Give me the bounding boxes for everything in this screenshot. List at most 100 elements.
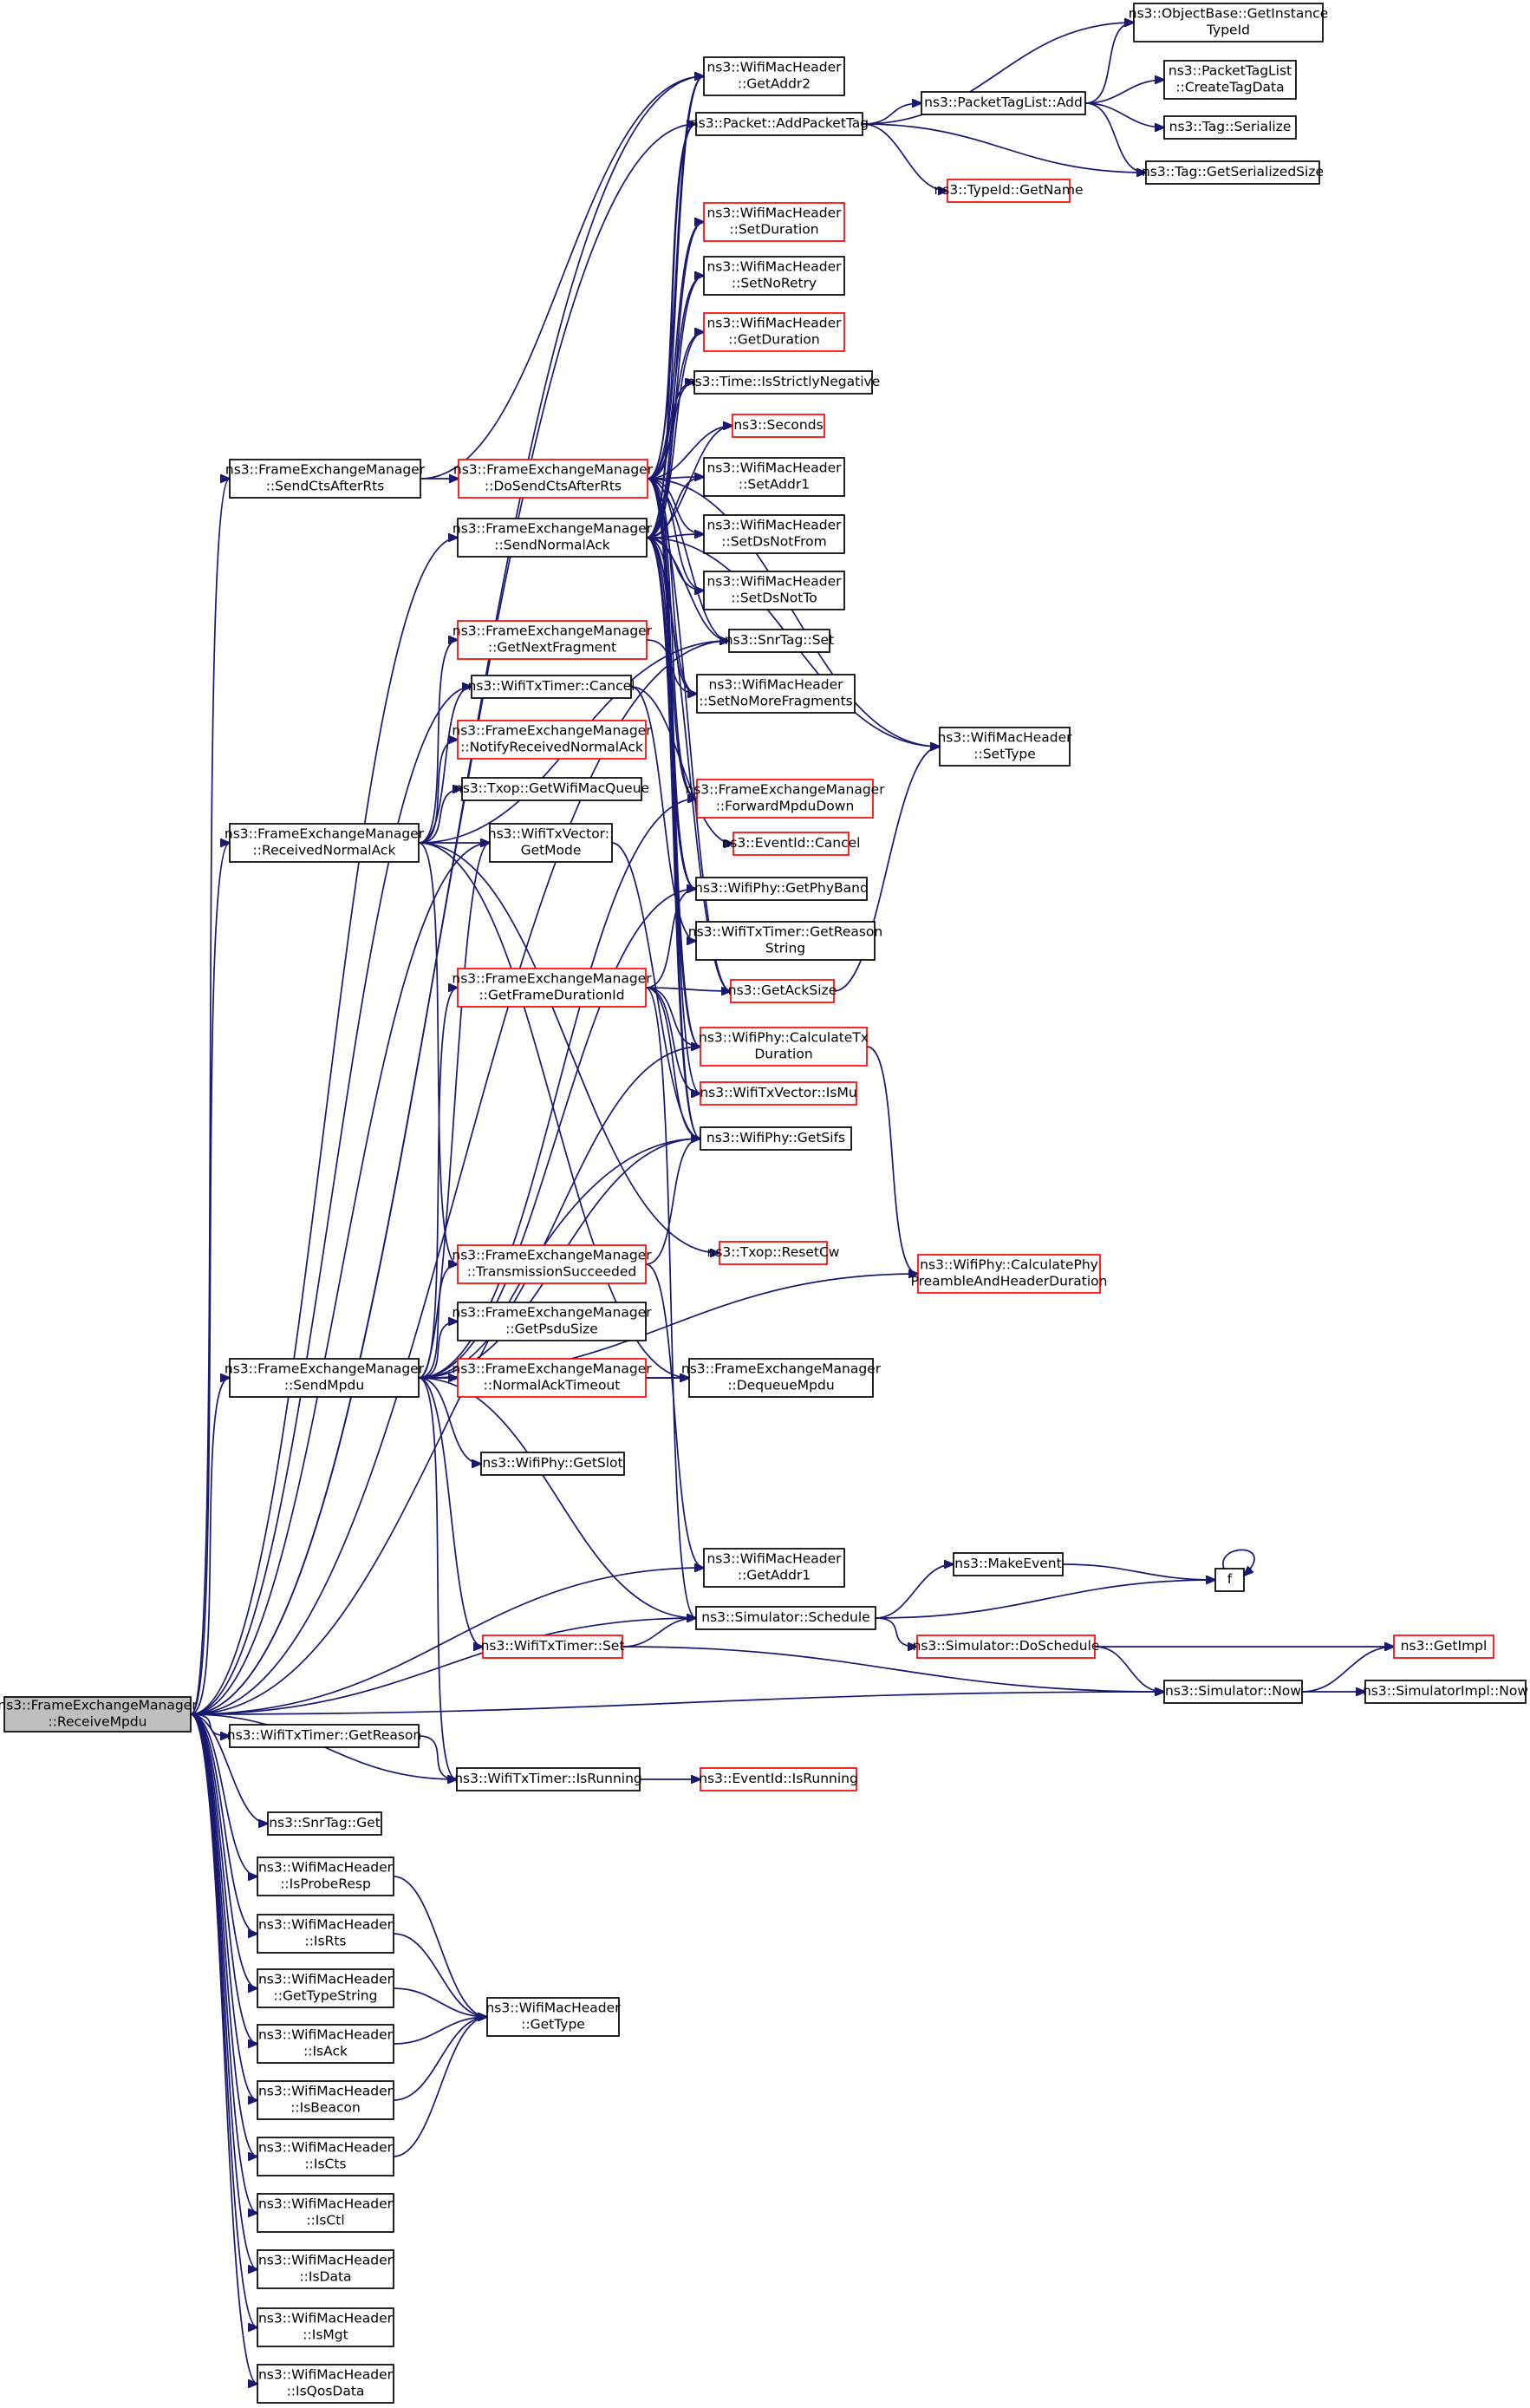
node-box[interactable] [461, 777, 642, 801]
node-box[interactable] [257, 2364, 394, 2404]
node-get-type[interactable]: ns3::WifiMacHeader::GetType [485, 1997, 621, 2037]
node-box[interactable] [267, 1811, 382, 1836]
node-make-event[interactable]: ns3::MakeEvent [953, 1552, 1064, 1576]
node-box[interactable] [457, 720, 647, 760]
node-get-psdu-size[interactable]: ns3::FrameExchangeManager::GetPsduSize [452, 1302, 652, 1341]
node-forward-mpdu-down[interactable]: ns3::FrameExchangeManager::ForwardMpduDo… [685, 779, 885, 819]
node-box[interactable] [1133, 3, 1324, 42]
node-box[interactable] [457, 1302, 647, 1341]
node-box[interactable] [1393, 1635, 1494, 1659]
node-box[interactable] [257, 1914, 394, 1954]
node-box[interactable] [1214, 1568, 1245, 1592]
node-box[interactable] [695, 877, 868, 901]
node-set-ds-not-from[interactable]: ns3::WifiMacHeader::SetDsNotFrom [703, 514, 845, 554]
node-box[interactable] [457, 620, 648, 660]
node-box[interactable] [703, 571, 845, 610]
node-get-addr2[interactable]: ns3::WifiMacHeader::GetAddr2 [703, 56, 845, 96]
node-is-beacon[interactable]: ns3::WifiMacHeader::IsBeacon [257, 2080, 394, 2120]
node-box[interactable] [703, 457, 845, 497]
node-box[interactable] [229, 823, 420, 863]
node-box[interactable] [257, 1857, 394, 1896]
node-box[interactable] [703, 256, 845, 296]
node-box[interactable] [3, 1696, 192, 1733]
node-box[interactable] [257, 2080, 394, 2120]
node-box[interactable] [719, 1241, 828, 1265]
node-box[interactable] [732, 832, 850, 856]
node-add-packet-tag[interactable]: ns3::Packet::AddPacketTag [690, 112, 869, 136]
node-timer-is-running[interactable]: ns3::WifiTxTimer::IsRunning [454, 1767, 642, 1791]
node-box[interactable] [728, 629, 830, 653]
node-is-mgt[interactable]: ns3::WifiMacHeader::IsMgt [257, 2307, 394, 2347]
node-is-strictly-negative[interactable]: ns3::Time::IsStrictlyNegative [687, 370, 880, 395]
node-send-normal-ack[interactable]: ns3::FrameExchangeManager::SendNormalAck [452, 518, 653, 558]
node-box[interactable] [939, 727, 1071, 767]
node-tag-get-serialized-size[interactable]: ns3::Tag::GetSerializedSize [1142, 160, 1324, 185]
node-box[interactable] [703, 202, 845, 242]
node-box[interactable] [229, 1724, 420, 1748]
node-do-send-cts-after-rts[interactable]: ns3::FrameExchangeManager::DoSendCtsAfte… [453, 459, 654, 499]
node-box[interactable] [696, 779, 874, 819]
node-box[interactable] [1163, 115, 1297, 140]
node-simulator-now[interactable]: ns3::Simulator::Now [1163, 1680, 1303, 1704]
node-is-cts[interactable]: ns3::WifiMacHeader::IsCts [257, 2137, 394, 2176]
node-box[interactable] [486, 1997, 620, 2037]
node-send-mpdu[interactable]: ns3::FrameExchangeManager::SendMpdu [225, 1358, 425, 1398]
node-calc-preamble[interactable]: ns3::WifiPhy::CalculatePhyPreambleAndHea… [911, 1254, 1108, 1294]
node-box[interactable] [257, 2193, 394, 2233]
node-box[interactable] [1163, 1680, 1303, 1704]
node-box[interactable] [695, 112, 863, 136]
node-get-addr1[interactable]: ns3::WifiMacHeader::GetAddr1 [703, 1548, 845, 1588]
node-box[interactable] [700, 1126, 852, 1151]
node-box[interactable] [257, 2024, 394, 2064]
node-box[interactable] [695, 921, 876, 961]
node-get-type-string[interactable]: ns3::WifiMacHeader::GetTypeString [257, 1968, 394, 2008]
node-box[interactable] [696, 674, 856, 714]
node-get-next-fragment[interactable]: ns3::FrameExchangeManager::GetNextFragme… [452, 620, 653, 660]
node-snr-tag-get[interactable]: ns3::SnrTag::Get [267, 1811, 382, 1836]
node-receive-mpdu[interactable]: ns3::FrameExchangeManager::ReceiveMpdu [0, 1696, 198, 1733]
node-box[interactable] [489, 823, 613, 863]
node-set-no-more-fragments[interactable]: ns3::WifiMacHeader::SetNoMoreFragments [696, 674, 856, 714]
node-box[interactable] [688, 1358, 874, 1398]
node-box[interactable] [703, 514, 845, 554]
node-box[interactable] [1364, 1680, 1527, 1704]
node-box[interactable] [730, 979, 835, 1003]
node-box[interactable] [693, 370, 873, 395]
node-seconds[interactable]: ns3::Seconds [732, 414, 825, 438]
node-box[interactable] [229, 459, 421, 499]
node-box[interactable] [457, 518, 648, 558]
node-box[interactable] [457, 968, 647, 1008]
node-eventid-cancel[interactable]: ns3::EventId::Cancel [722, 832, 861, 856]
node-is-mu[interactable]: ns3::WifiTxVector::IsMu [700, 1081, 857, 1106]
node-transmission-succeeded[interactable]: ns3::FrameExchangeManager::TransmissionS… [452, 1244, 652, 1284]
node-get-ack-size[interactable]: ns3::GetAckSize [728, 979, 837, 1003]
node-create-tag-data[interactable]: ns3::PacketTagList::CreateTagData [1163, 60, 1297, 100]
node-set-ds-not-to[interactable]: ns3::WifiMacHeader::SetDsNotTo [703, 571, 845, 610]
node-get-wifi-mac-queue[interactable]: ns3::Txop::GetWifiMacQueue [454, 777, 649, 801]
node-box[interactable] [229, 1358, 420, 1398]
node-get-duration[interactable]: ns3::WifiMacHeader::GetDuration [703, 312, 845, 352]
node-received-normal-ack[interactable]: ns3::FrameExchangeManager::ReceivedNorma… [225, 823, 425, 863]
node-box[interactable] [1163, 60, 1297, 100]
node-timer-set[interactable]: ns3::WifiTxTimer::Set [481, 1635, 625, 1659]
node-box[interactable] [257, 2137, 394, 2176]
node-is-probe-resp[interactable]: ns3::WifiMacHeader::IsProbeResp [257, 1857, 394, 1896]
node-simimpl-now[interactable]: ns3::SimulatorImpl::Now [1363, 1680, 1528, 1704]
node-get-impl[interactable]: ns3::GetImpl [1393, 1635, 1494, 1659]
node-box[interactable] [1145, 160, 1320, 185]
node-get-frame-duration-id[interactable]: ns3::FrameExchangeManager::GetFrameDurat… [452, 968, 652, 1008]
node-schedule[interactable]: ns3::Simulator::Schedule [695, 1606, 876, 1630]
node-box[interactable] [471, 675, 632, 699]
node-get-sifs[interactable]: ns3::WifiPhy::GetSifs [700, 1126, 852, 1151]
node-box[interactable] [921, 91, 1086, 115]
node-box[interactable] [917, 1254, 1101, 1294]
node-box[interactable] [457, 1358, 647, 1398]
node-get-phy-band[interactable]: ns3::WifiPhy::GetPhyBand [694, 877, 869, 901]
node-box[interactable] [700, 1027, 868, 1067]
node-reset-cw[interactable]: ns3::Txop::ResetCw [707, 1241, 840, 1265]
node-box[interactable] [953, 1552, 1064, 1576]
node-is-qos-data[interactable]: ns3::WifiMacHeader::IsQosData [257, 2364, 394, 2404]
